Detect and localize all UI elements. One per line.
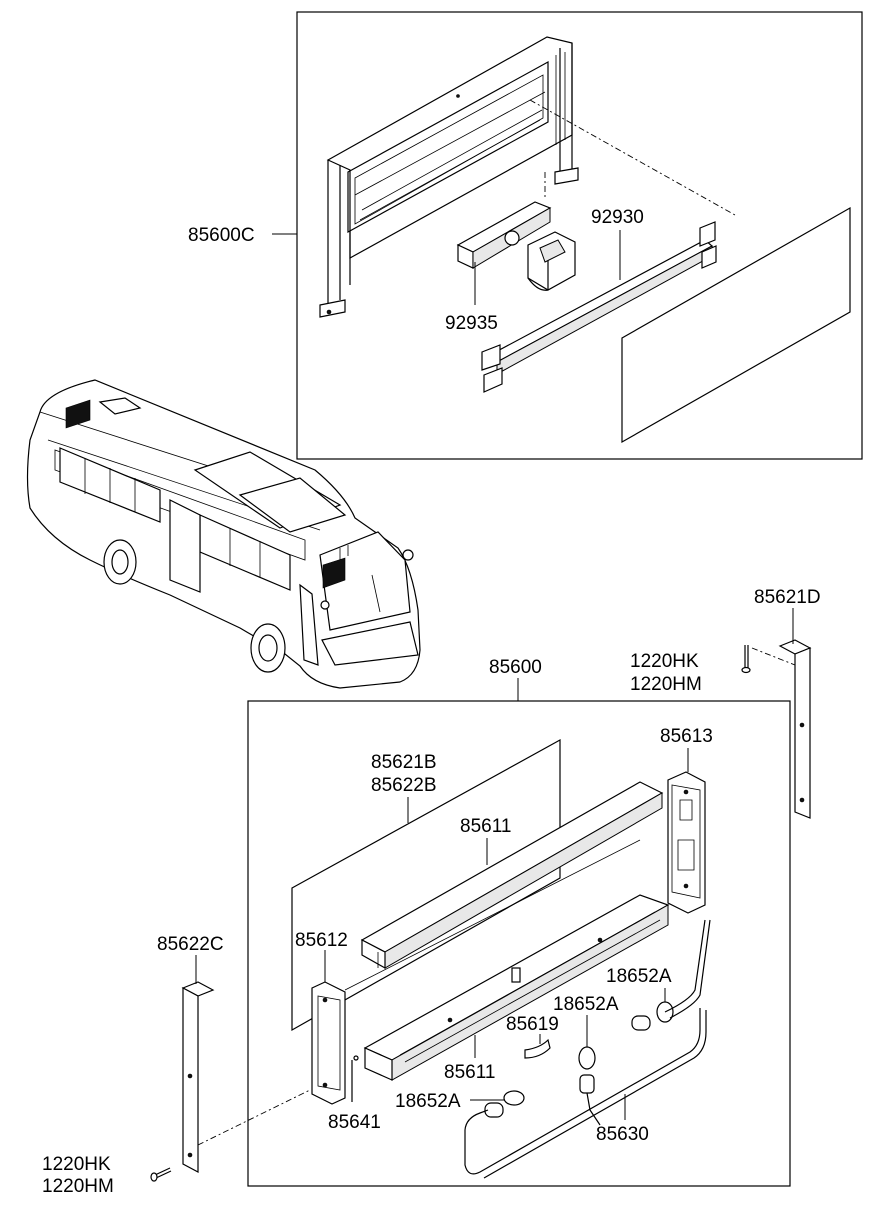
screw-top-drawing [741,645,751,674]
pin-85641-drawing [351,1055,359,1102]
label-85641: 85641 [328,1112,381,1133]
bracket-85622c-group: 85622C 1220HK 1220HM [42,934,311,1197]
bracket-92935-drawing [456,201,552,269]
sign-frame-drawing [319,36,579,318]
label-85621d: 85621D [754,587,821,608]
clip-85619-drawing [524,1038,551,1059]
label-1220hk-top: 1220HK [630,651,699,672]
glass-85621b-drawing [291,738,561,1032]
label-85630: 85630 [596,1124,649,1145]
assembly-85600-group: 85600 85613 85621B 85622B 85611 85612 18… [247,657,791,1187]
cover-85613-drawing [667,771,706,914]
bulb-mid-drawing [578,1046,596,1094]
label-92935: 92935 [445,313,498,334]
label-92930: 92930 [591,207,644,228]
bracket-92930-drawing [481,221,717,393]
assembly-85600c-frame [296,11,863,460]
label-18652a-mid: 18652A [553,994,619,1015]
label-85621b: 85621B [371,752,437,773]
label-1220hk-bottom: 1220HK [42,1154,111,1175]
label-85622c: 85622C [157,934,224,955]
bracket-85621d-group: 85621D 1220HK 1220HM [630,587,821,819]
glass-panel-drawing [621,206,851,444]
bulb-right-drawing [631,1001,674,1031]
label-18652a-left: 18652A [395,1091,461,1112]
label-85611-top: 85611 [460,816,511,837]
bulb-left-drawing [484,1090,525,1118]
screw-bottom-drawing [150,1167,172,1182]
label-18652a-right: 18652A [606,966,672,987]
bracket-cup-drawing [527,231,576,291]
housing-85611-bottom-drawing [363,894,670,1081]
label-85613: 85613 [660,726,713,747]
label-85612: 85612 [295,930,348,951]
label-85600: 85600 [489,657,542,678]
label-85622b: 85622B [371,775,437,796]
bus-illustration [26,379,421,689]
assembly-85600c-group: 85600C 92930 92935 [188,11,863,460]
endcap-85612-drawing [311,981,346,1105]
label-1220hm-bottom: 1220HM [42,1176,114,1197]
label-85619: 85619 [506,1014,559,1035]
label-85611-bottom: 85611 [444,1062,495,1083]
housing-85611-top-drawing [360,781,664,970]
assembly-85600-frame [247,700,791,1187]
harness-85630-drawing [464,919,711,1179]
label-85600c: 85600C [188,225,255,246]
label-1220hm-top: 1220HM [630,674,702,695]
